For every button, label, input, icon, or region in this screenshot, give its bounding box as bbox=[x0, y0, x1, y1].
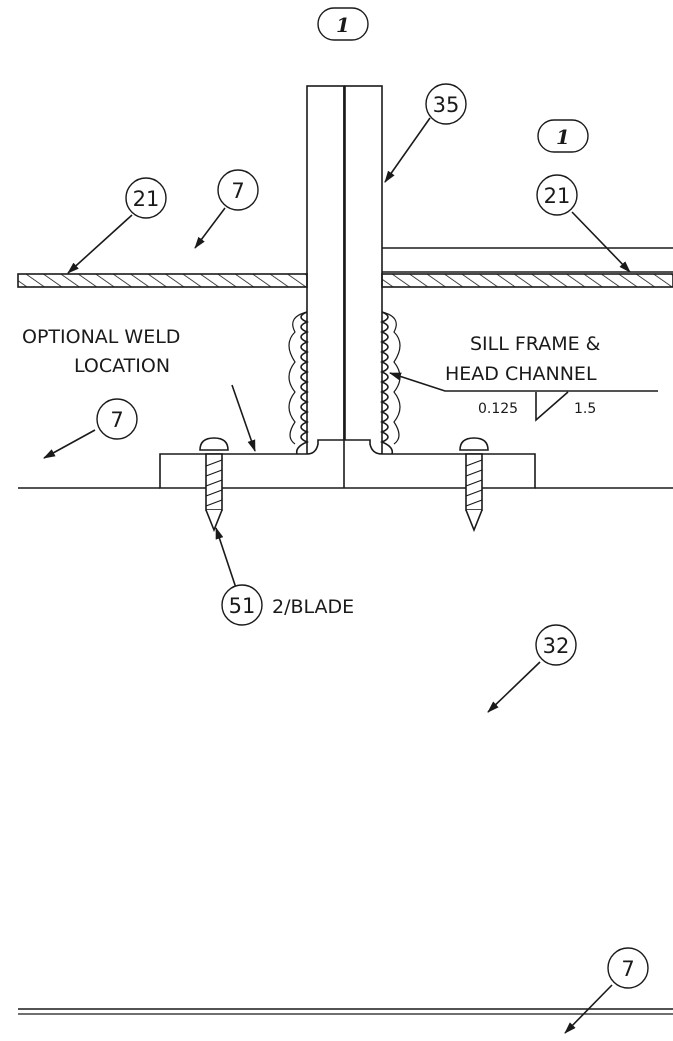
screw-right bbox=[459, 437, 489, 533]
note-sill-frame-line2: HEAD CHANNEL bbox=[445, 363, 597, 385]
balloon-blade: 35 bbox=[425, 83, 467, 125]
balloon-panel: 32 bbox=[535, 624, 577, 666]
svg-text:32: 32 bbox=[543, 634, 570, 658]
svg-text:51: 51 bbox=[229, 594, 256, 618]
seal-strip-right bbox=[381, 273, 673, 288]
note-screw-qty: 2/BLADE bbox=[272, 596, 354, 618]
svg-text:1: 1 bbox=[336, 13, 350, 37]
seal-strip-left bbox=[17, 273, 308, 288]
balloon-ref-top: 1 bbox=[317, 7, 369, 41]
weld-size: 0.125 bbox=[478, 401, 518, 417]
weld-bead-left bbox=[288, 311, 310, 455]
blade-section bbox=[306, 85, 383, 488]
note-optional-weld-line1: OPTIONAL WELD bbox=[22, 326, 180, 348]
balloon-frame-left: 7 bbox=[96, 398, 138, 440]
svg-text:21: 21 bbox=[133, 187, 160, 211]
weld-symbol: 0.125 1.5 bbox=[478, 391, 596, 422]
svg-text:7: 7 bbox=[110, 408, 123, 432]
screw-left bbox=[199, 437, 229, 533]
balloon-frame-upper: 7 bbox=[217, 169, 259, 211]
svg-text:7: 7 bbox=[231, 179, 244, 203]
weld-bead-right bbox=[379, 311, 401, 455]
balloon-frame-bottom: 7 bbox=[607, 947, 649, 989]
svg-text:7: 7 bbox=[621, 957, 634, 981]
svg-text:21: 21 bbox=[544, 184, 571, 208]
leader-lines bbox=[43, 117, 658, 1034]
balloon-ref-right: 1 bbox=[537, 119, 589, 153]
frame-lines bbox=[18, 247, 673, 1015]
weld-length: 1.5 bbox=[574, 401, 596, 417]
base-plate bbox=[159, 439, 536, 489]
balloon-screw: 51 bbox=[221, 584, 263, 626]
note-optional-weld-line2: LOCATION bbox=[74, 355, 170, 377]
note-sill-frame-line1: SILL FRAME & bbox=[470, 333, 601, 355]
balloon-seal-right: 21 bbox=[536, 174, 578, 216]
svg-text:1: 1 bbox=[556, 125, 570, 149]
svg-text:35: 35 bbox=[433, 93, 460, 117]
balloon-seal-left: 21 bbox=[125, 177, 167, 219]
